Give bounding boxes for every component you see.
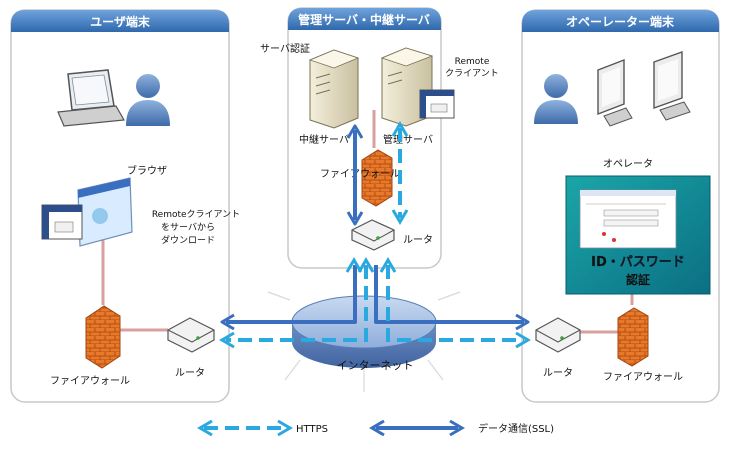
operator-panel-title: オペーレーター端末	[566, 14, 675, 29]
user-firewall-icon	[85, 305, 121, 369]
user-person-icon	[126, 74, 170, 126]
relay-server-label: 中継サーバ	[299, 133, 349, 146]
operator-router-icon	[535, 317, 581, 353]
browser-label: ブラウザ	[127, 164, 167, 177]
download-label-line1: Remoteクライアント	[152, 209, 240, 220]
relay-server-icon	[308, 49, 360, 129]
server-remote-client-window-icon	[419, 89, 455, 119]
user-router-icon	[167, 317, 215, 353]
https-arrowheads	[219, 121, 531, 349]
legend-ssl-line	[369, 419, 465, 437]
internet-label: インターネット	[337, 359, 414, 372]
server-panel-title: 管理サーバ・中継サーバ	[298, 12, 430, 27]
remote-client-window-icon	[41, 204, 83, 240]
monitor-icon-2	[653, 51, 691, 121]
lan-links	[101, 110, 634, 334]
server-firewall-label: ファイアウォール	[320, 168, 400, 180]
remote-client-label-line2: クライアント	[445, 68, 499, 79]
operator-person-icon	[534, 74, 578, 124]
server-router-icon	[351, 219, 395, 251]
download-label-line2: をサーバから	[161, 222, 215, 233]
server-firewall-icon	[361, 149, 393, 207]
laptop-icon	[57, 69, 125, 127]
browser-window-icon	[77, 177, 133, 247]
id-password-label-line2: 認証	[626, 272, 650, 287]
user-router-label: ルータ	[175, 367, 205, 379]
management-server-label: 管理サーバ	[383, 133, 433, 146]
login-screen	[565, 175, 711, 295]
operator-label: オペレータ	[603, 158, 653, 170]
operator-firewall-icon	[617, 307, 649, 367]
monitor-icon-1	[597, 58, 633, 127]
server-router-label: ルータ	[403, 234, 433, 246]
server-auth-label: サーバ認証	[260, 42, 310, 55]
remote-client-label-line1: Remote	[455, 57, 490, 67]
legend-ssl-label: データ通信(SSL)	[478, 422, 554, 435]
legend-https-label: HTTPS	[296, 424, 328, 435]
download-label-line3: ダウンロード	[161, 234, 215, 246]
https-arrows	[226, 128, 524, 342]
internet-rays	[267, 291, 461, 392]
ssl-arrows	[220, 124, 530, 331]
user-panel-title: ユーザ端末	[90, 14, 151, 29]
legend-https-line	[197, 419, 293, 437]
operator-firewall-label: ファイアウォール	[603, 371, 683, 383]
operator-router-label: ルータ	[543, 367, 573, 379]
id-password-label-line1: ID・パスワード	[591, 255, 685, 270]
user-firewall-label: ファイアウォール	[50, 375, 130, 387]
